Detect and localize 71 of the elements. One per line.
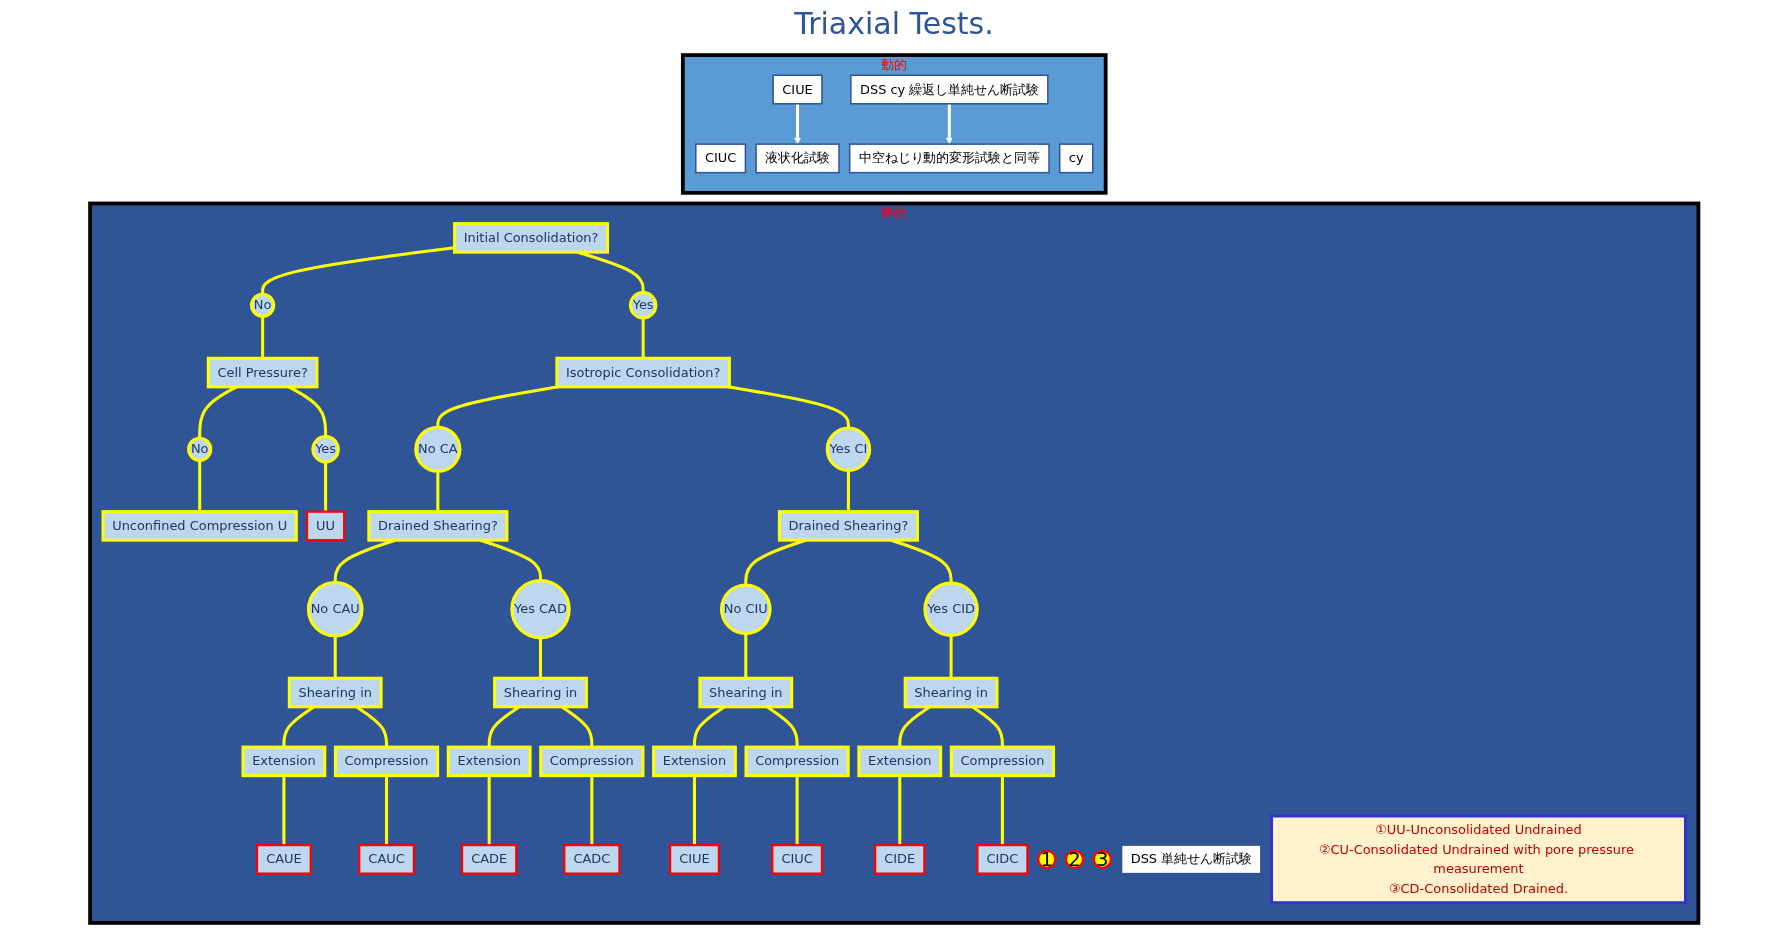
connector	[898, 775, 901, 845]
node-box: ①UU-Unconsolidated Undrained ②CU-Consolidated Undrained with pore pressure measurement ③CD-Consolidated Drained.	[1269, 813, 1687, 904]
node-circle: Yes CI	[825, 426, 871, 472]
node-box: DSS 単純せん断試験	[1120, 843, 1262, 874]
connector	[1000, 775, 1004, 845]
node-box: CADE	[460, 843, 518, 875]
node-circle: No CA	[414, 425, 462, 473]
connector	[538, 637, 542, 678]
node-box: Isotropic Consolidation?	[555, 356, 731, 388]
node-box: CIUC	[694, 142, 746, 173]
connector	[692, 775, 696, 845]
node-box: 液状化試験	[755, 142, 840, 173]
node-box: cy	[1058, 142, 1094, 173]
node-box: CIDC	[975, 843, 1029, 875]
node-box: Extension	[651, 745, 737, 777]
node-circle: 3	[1092, 849, 1112, 869]
node-box: Initial Consolidation?	[452, 221, 609, 254]
node-box: 中空ねじり動的変形試験と同等	[848, 142, 1050, 173]
node-box: Extension	[241, 745, 327, 777]
node-box: Drained Shearing?	[367, 509, 509, 542]
node-circle: Yes CID	[923, 581, 979, 637]
connector	[260, 315, 264, 358]
connector	[744, 633, 748, 678]
node-box: Unconfined Compression U	[101, 509, 298, 542]
node-circle: 2	[1064, 849, 1084, 869]
node-circle: No	[186, 436, 212, 462]
connector	[487, 775, 491, 845]
connector	[384, 775, 388, 845]
connector	[282, 775, 286, 845]
node-box: Shearing in	[903, 676, 999, 708]
connector	[197, 459, 201, 512]
node-box: Extension	[446, 745, 532, 777]
node-box: CIUC	[770, 843, 823, 875]
node-box: Compression	[744, 745, 850, 777]
node-circle: Yes CAD	[510, 578, 571, 639]
node-box: Extension	[857, 745, 942, 777]
connector	[795, 775, 799, 845]
node-circle: Yes	[628, 290, 658, 319]
node-circle: 1	[1036, 849, 1057, 869]
node-box: CIUE	[668, 843, 720, 875]
node-box: Cell Pressure?	[206, 356, 319, 388]
node-circle: No CIU	[719, 582, 772, 635]
node-box: CAUE	[255, 843, 312, 875]
node-box: CIDE	[873, 843, 926, 875]
node-box: Compression	[949, 745, 1055, 777]
connector	[323, 461, 327, 512]
node-box: Shearing in	[287, 676, 383, 708]
connector	[641, 317, 645, 358]
node-box: Compression	[538, 745, 645, 777]
node-box: Compression	[333, 745, 439, 777]
node-box: Shearing in	[492, 676, 588, 708]
node-box: UU	[305, 510, 346, 541]
node-box: CAUC	[357, 843, 415, 875]
connector	[333, 635, 337, 678]
diagram-title: Triaxial Tests.	[794, 6, 994, 41]
connector	[949, 634, 953, 678]
node-circle: No	[249, 292, 275, 318]
connector	[590, 775, 594, 845]
arrow	[945, 103, 953, 144]
node-box: DSS cy 繰返し単純せん断試験	[849, 74, 1049, 105]
arrow	[793, 103, 801, 144]
node-box: Shearing in	[698, 676, 793, 708]
connector	[727, 384, 850, 428]
node-circle: No CAU	[306, 580, 364, 638]
connector	[436, 384, 559, 427]
node-box: CADC	[562, 843, 621, 875]
node-box: Drained Shearing?	[777, 509, 919, 542]
node-circle: Yes	[311, 434, 340, 463]
connector	[846, 469, 850, 512]
connector	[436, 470, 440, 512]
node-box: CIUE	[772, 74, 823, 105]
